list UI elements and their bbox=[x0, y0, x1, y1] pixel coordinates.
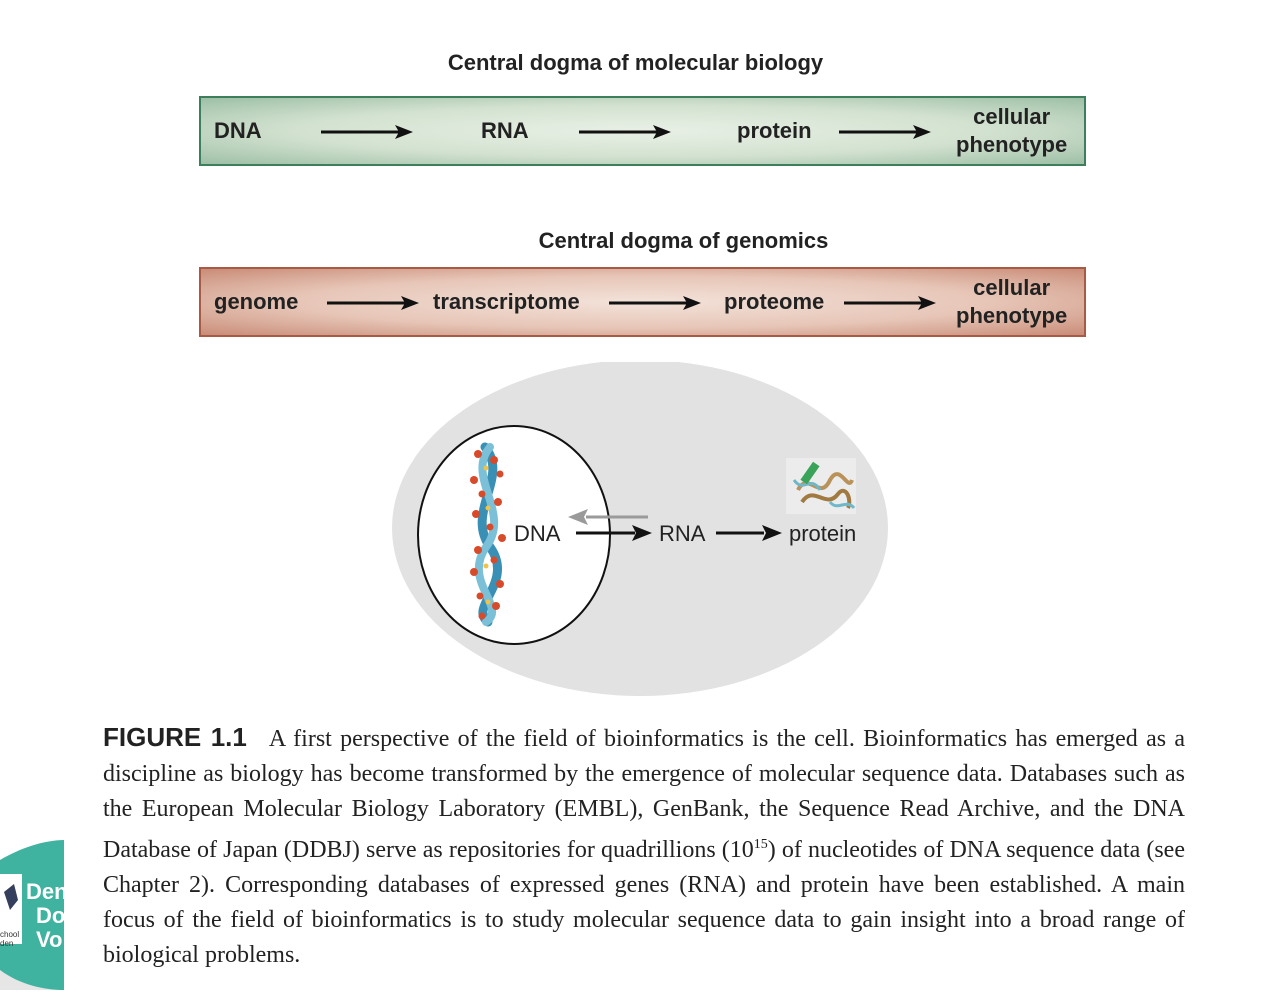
rna-label: RNA bbox=[481, 118, 529, 143]
cellular-phenotype-label: cellular phenotype bbox=[956, 275, 1068, 328]
genomics-dogma-title: Central dogma of genomics bbox=[538, 228, 829, 253]
proteome-label: proteome bbox=[724, 289, 825, 314]
figure-label: FIGURE 1.1 bbox=[103, 722, 247, 752]
cell-diagram bbox=[392, 362, 888, 696]
caption-text-part2: ) of nucleotides of DNA sequence data (s… bbox=[103, 837, 1185, 968]
arrow-right-icon bbox=[844, 296, 936, 310]
molecular-dogma-title: Central dogma of molecular biology bbox=[447, 50, 824, 75]
molecular-dogma-band: DNA RNA protein cellular phenotype bbox=[199, 96, 1086, 166]
arrow-right-icon bbox=[576, 525, 652, 541]
caption-text-part1: A first perspective of the field of bioi… bbox=[103, 726, 1185, 863]
dna-label: DNA bbox=[214, 118, 262, 143]
watermark-logo: Den Do Vo chool den bbox=[0, 840, 64, 990]
protein-label: protein bbox=[737, 118, 812, 143]
nucleus bbox=[417, 425, 611, 645]
arrow-right-icon bbox=[609, 296, 701, 310]
genomics-dogma-band: genome transcriptome proteome cellular p… bbox=[199, 267, 1086, 337]
arrow-right-icon bbox=[579, 125, 671, 139]
reverse-arrow-icon bbox=[568, 509, 648, 525]
genome-label: genome bbox=[214, 289, 299, 314]
dna-helix-icon bbox=[470, 442, 506, 627]
protein-structure-icon bbox=[786, 458, 856, 514]
cell-dna-label: DNA bbox=[514, 521, 561, 546]
cell-rna-label: RNA bbox=[659, 521, 706, 546]
arrow-right-icon bbox=[839, 125, 931, 139]
cell-protein-label: protein bbox=[789, 521, 857, 546]
arrow-right-icon bbox=[716, 525, 782, 541]
transcriptome-label: transcriptome bbox=[433, 289, 580, 314]
cellular-phenotype-label: cellular phenotype bbox=[956, 104, 1068, 157]
caption-exponent: 15 bbox=[753, 837, 768, 852]
arrow-right-icon bbox=[321, 125, 413, 139]
arrow-right-icon bbox=[327, 296, 419, 310]
